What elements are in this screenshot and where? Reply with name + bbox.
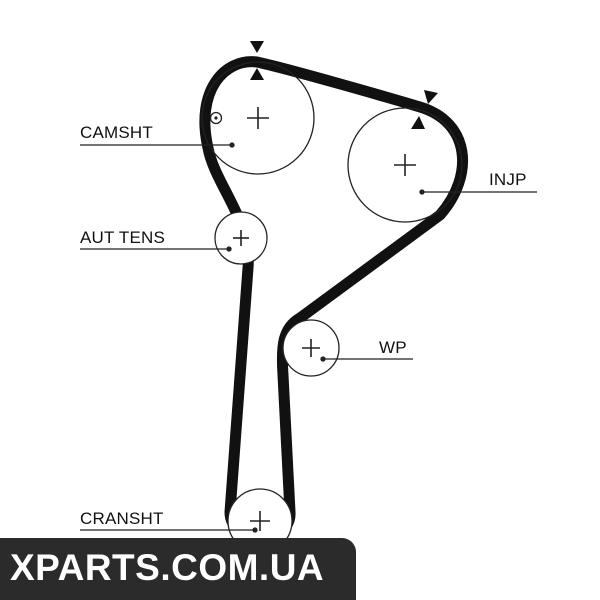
water-pump-pulley xyxy=(282,319,340,377)
camshaft-label: CAMSHT xyxy=(80,123,153,142)
water-pump-label: WP xyxy=(379,338,407,357)
crankshaft-label: CRANSHT xyxy=(80,509,164,528)
watermark-text: XPARTS.COM.UA xyxy=(10,547,325,588)
timing-belt xyxy=(199,56,468,543)
crankshaft-pulley xyxy=(227,488,293,554)
injection-pump-pulley xyxy=(347,107,463,223)
auto-tensioner-label: AUT TENS xyxy=(80,228,165,247)
injection-pump-label: INJP xyxy=(489,170,527,189)
timing-mark-icon xyxy=(209,111,223,125)
leader-lines xyxy=(80,142,537,533)
auto-tensioner-pulley xyxy=(214,211,268,265)
watermark-banner: XPARTS.COM.UA xyxy=(0,538,356,600)
timing-arrow-up-icon xyxy=(411,116,425,129)
timing-arrow-down-icon xyxy=(424,90,438,104)
timing-arrow-up-icon xyxy=(250,68,264,80)
timing-arrow-down-icon xyxy=(250,41,264,53)
camshaft-pulley xyxy=(201,61,315,175)
